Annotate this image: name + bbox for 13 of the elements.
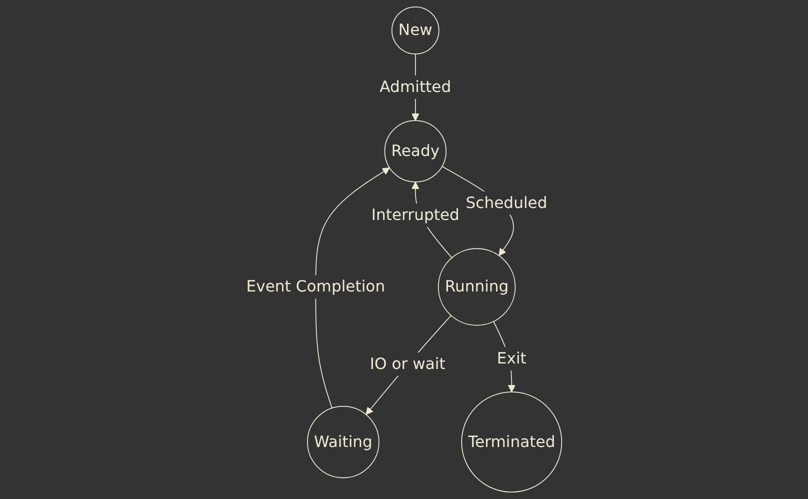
node-circle: Terminated: [461, 392, 562, 492]
edge-label: Event Completion: [246, 278, 386, 296]
node-circle: Waiting: [307, 406, 380, 478]
edge-label: Scheduled: [466, 194, 548, 212]
node-circle: Running: [438, 248, 516, 326]
edge-label: Admitted: [380, 78, 452, 96]
arrow: [315, 167, 390, 409]
node-circle: New: [392, 6, 440, 54]
edge-label: Exit: [496, 350, 526, 368]
arrow: [366, 315, 452, 415]
edge-label: IO or wait: [370, 355, 446, 374]
node-circle: Ready: [384, 120, 447, 182]
edge-label: Interrupted: [371, 206, 460, 224]
